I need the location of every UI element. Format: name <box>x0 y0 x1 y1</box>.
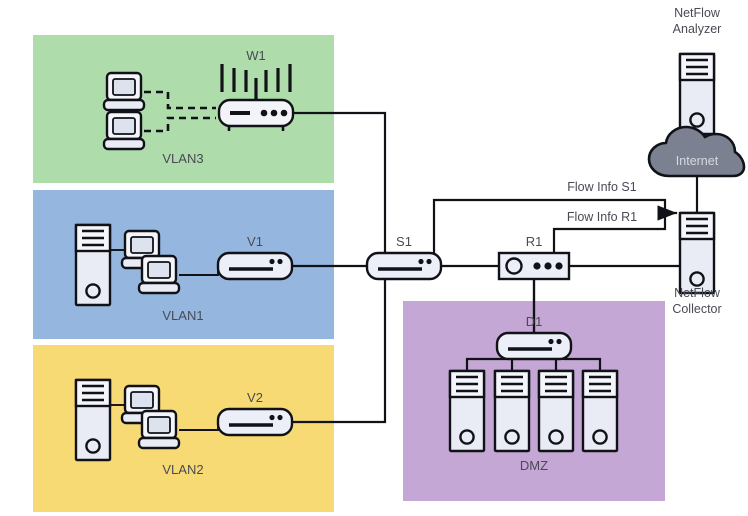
dmz-server-1[interactable] <box>448 369 486 453</box>
tower-server-icon <box>493 369 531 453</box>
desktop-computer-icon <box>102 110 146 151</box>
zone-label-vlan1: VLAN1 <box>162 308 203 323</box>
switch-icon <box>216 251 294 281</box>
link-vlan3-pc2-to-w1 <box>144 116 216 133</box>
desktop-computer-icon <box>137 254 181 295</box>
device-label-r1: R1 <box>526 234 543 249</box>
zone-label-vlan2: VLAN2 <box>162 462 203 477</box>
device-label-w1: W1 <box>246 48 266 63</box>
device-label-d1: D1 <box>526 314 543 329</box>
vlan1-pc-2[interactable] <box>137 254 181 295</box>
desktop-computer-icon <box>102 71 146 112</box>
link-d1-to-dmz-server-1 <box>465 357 507 373</box>
tower-server-icon <box>537 369 575 453</box>
flow-label-s1: Flow Info S1 <box>567 180 637 194</box>
link-d1-to-dmz-server-4 <box>562 357 602 373</box>
flow-path-r1 <box>552 211 667 268</box>
device-label-netflow-analyzer-line1: NetFlow <box>674 6 721 20</box>
device-label-internet: Internet <box>676 154 719 168</box>
dmz-server-3[interactable] <box>537 369 575 453</box>
vlan3-pc-1[interactable] <box>102 71 146 112</box>
device-s1[interactable]: S1 <box>365 234 443 281</box>
tower-server-icon <box>678 52 716 136</box>
dmz-server-4[interactable] <box>581 369 619 453</box>
flow-labels: Flow Info S1 Flow Info R1 <box>567 180 637 224</box>
device-d1[interactable]: D1 <box>495 314 573 361</box>
zone-label-dmz: DMZ <box>520 458 548 473</box>
flow-label-r1: Flow Info R1 <box>567 210 637 224</box>
vlan1-server[interactable] <box>74 223 112 307</box>
switch-icon <box>495 331 573 361</box>
device-v2[interactable]: V2 <box>216 390 294 437</box>
tower-server-icon <box>74 223 112 307</box>
tower-server-icon <box>678 211 716 295</box>
switch-icon <box>216 407 294 437</box>
device-internet-cloud[interactable]: Internet <box>647 125 746 178</box>
cloud-icon <box>647 125 746 178</box>
device-v1[interactable]: V1 <box>216 234 294 281</box>
device-label-v2: V2 <box>247 390 263 405</box>
device-label-s1: S1 <box>396 234 412 249</box>
vlan2-pc-2[interactable] <box>137 409 181 450</box>
vlan3-pc-2[interactable] <box>102 110 146 151</box>
device-label-netflow-collector-line2: Collector <box>672 302 721 316</box>
device-w1[interactable]: W1 <box>217 48 295 133</box>
tower-server-icon <box>448 369 486 453</box>
vlan2-server[interactable] <box>74 378 112 462</box>
router-icon <box>497 251 571 281</box>
device-label-v1: V1 <box>247 234 263 249</box>
zone-label-vlan3: VLAN3 <box>162 151 203 166</box>
tower-server-icon <box>581 369 619 453</box>
switch-icon <box>365 251 443 281</box>
wireless-router-icon <box>217 98 295 133</box>
device-label-netflow-collector-line1: NetFlow <box>674 286 721 300</box>
link-vlan3-pc1-to-w1 <box>144 90 216 110</box>
zone-labels: VLAN3 VLAN1 VLAN2 DMZ <box>162 151 548 477</box>
flow-path-s1 <box>432 198 678 268</box>
dmz-server-2[interactable] <box>493 369 531 453</box>
device-r1[interactable]: R1 <box>497 234 571 281</box>
tower-server-icon <box>74 378 112 462</box>
device-netflow-analyzer[interactable]: NetFlow Analyzer <box>673 6 722 136</box>
desktop-computer-icon <box>137 409 181 450</box>
device-netflow-collector[interactable]: NetFlow Collector <box>672 211 722 316</box>
device-label-netflow-analyzer-line2: Analyzer <box>673 22 722 36</box>
w1-antenna-bars <box>220 64 292 100</box>
